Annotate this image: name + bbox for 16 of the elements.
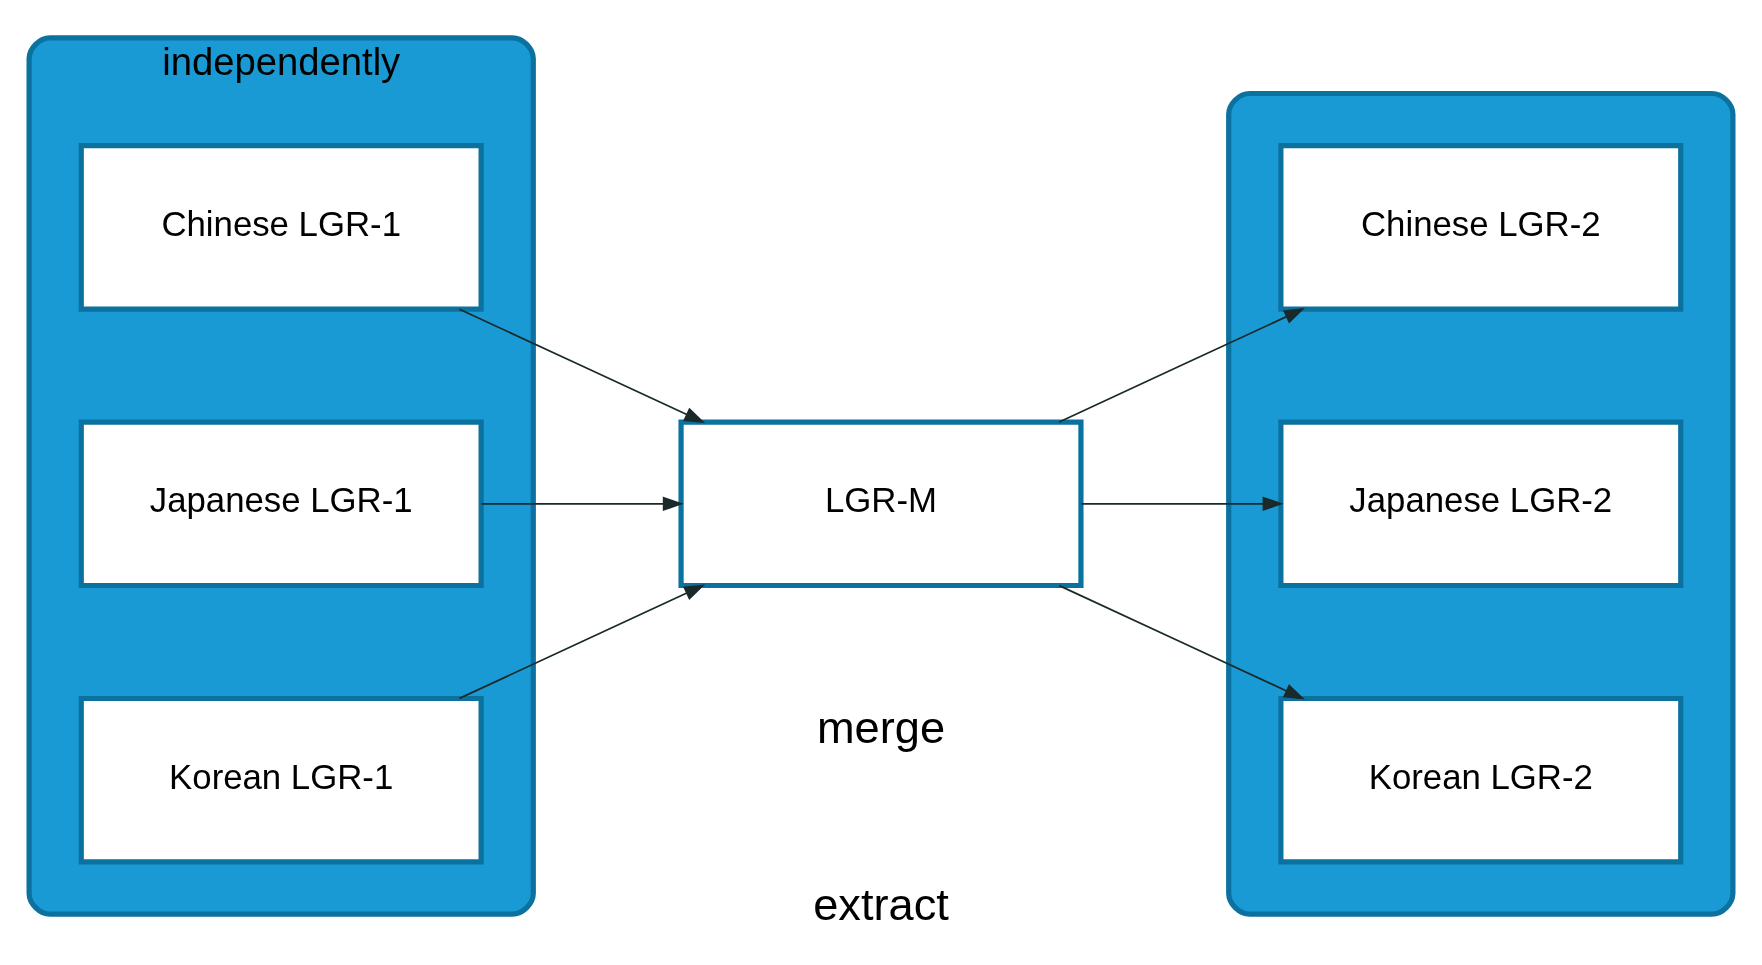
node-box: Chinese LGR-1	[78, 143, 484, 312]
arrow	[458, 308, 706, 424]
cluster	[1226, 90, 1736, 917]
node-box: Korean LGR-2	[1278, 695, 1684, 865]
label: merge	[816, 701, 946, 753]
arrow	[480, 496, 684, 512]
label: extract	[813, 878, 949, 930]
node-box: Japanese LGR-1	[78, 419, 484, 589]
arrow	[1058, 308, 1305, 423]
node-box: Korean LGR-1	[78, 695, 484, 865]
arrow	[458, 584, 706, 700]
node-box: Japanese LGR-2	[1278, 419, 1684, 589]
node-box: LGR-M	[678, 419, 1084, 589]
node-box: Chinese LGR-2	[1278, 143, 1684, 312]
arrow	[1058, 584, 1305, 700]
arrow	[1080, 496, 1284, 512]
